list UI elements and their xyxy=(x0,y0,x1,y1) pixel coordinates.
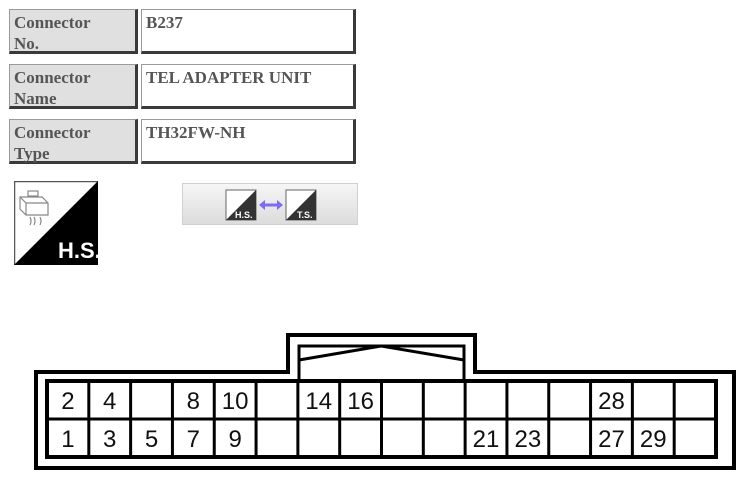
pin-28: 28 xyxy=(598,388,625,415)
pin-3: 3 xyxy=(103,426,116,453)
row-connector-no: Connector No. B237 xyxy=(9,9,356,60)
row-connector-type: Connector Type TH32FW-NH xyxy=(9,119,356,170)
pin-8: 8 xyxy=(187,388,200,415)
pin-7: 7 xyxy=(187,426,200,453)
lock-chevron xyxy=(298,344,465,362)
label-line-2: No. xyxy=(14,34,40,53)
label-connector-type: Connector Type xyxy=(9,119,138,164)
harness-side-icon: H.S. xyxy=(14,181,98,265)
view-toggle-button[interactable]: H.S. T.S. xyxy=(182,183,358,225)
pin-14: 14 xyxy=(305,388,332,415)
label-connector-name: Connector Name xyxy=(9,64,138,109)
pin-9: 9 xyxy=(228,426,241,453)
hs-text: H.S. xyxy=(58,238,98,263)
row-connector-name: Connector Name TEL ADAPTER UNIT xyxy=(9,64,356,115)
pin-4: 4 xyxy=(103,388,116,415)
svg-text:T.S.: T.S. xyxy=(297,210,313,220)
pin-2: 2 xyxy=(61,388,74,415)
label-line-2: Type xyxy=(14,144,50,163)
label-line-1: Connector xyxy=(14,13,91,32)
value-connector-no: B237 xyxy=(141,9,356,54)
svg-text:H.S.: H.S. xyxy=(235,210,253,220)
label-line-1: Connector xyxy=(14,68,91,87)
pin-10: 10 xyxy=(222,388,249,415)
lock-tab xyxy=(297,344,466,380)
label-line-2: Name xyxy=(14,89,57,108)
connector-sketch-icon xyxy=(19,190,49,226)
hs-small-icon: H.S. xyxy=(225,189,257,221)
pin-23: 23 xyxy=(514,426,541,453)
label-line-1: Connector xyxy=(14,123,91,142)
pin-grid: 2 4 8 10 14 16 28 1 3 5 7 9 21 23 27 29 xyxy=(45,379,718,459)
label-connector-no: Connector No. xyxy=(9,9,138,54)
housing-outline xyxy=(34,333,736,470)
value-connector-type: TH32FW-NH xyxy=(141,119,356,164)
ts-small-icon: T.S. xyxy=(285,189,317,221)
pin-16: 16 xyxy=(347,388,374,415)
pin-1: 1 xyxy=(61,426,74,453)
pin-5: 5 xyxy=(145,426,158,453)
pin-21: 21 xyxy=(473,426,500,453)
value-connector-name: TEL ADAPTER UNIT xyxy=(141,64,356,109)
view-toggle-graphic: H.S. T.S. xyxy=(225,189,317,221)
pin-27: 27 xyxy=(598,426,625,453)
double-arrow-icon xyxy=(259,200,283,210)
pin-29: 29 xyxy=(640,426,667,453)
